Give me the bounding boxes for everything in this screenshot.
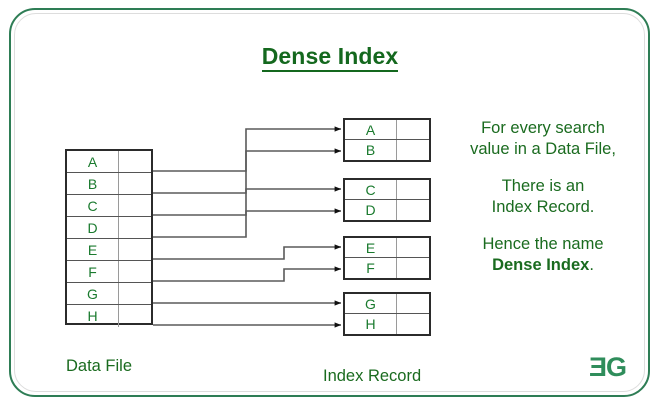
index-row: F bbox=[345, 258, 429, 278]
index-row-key: F bbox=[345, 258, 397, 278]
index-row: C bbox=[345, 180, 429, 200]
table-row: E bbox=[67, 239, 151, 261]
index-row: E bbox=[345, 238, 429, 258]
data-file-caption: Data File bbox=[66, 357, 133, 375]
note-block-2: There is an Index Record. bbox=[443, 176, 643, 218]
index-row-pointer bbox=[397, 314, 429, 334]
table-row: D bbox=[67, 217, 151, 239]
index-row-pointer bbox=[397, 200, 429, 220]
table-row: C bbox=[67, 195, 151, 217]
connector-b bbox=[153, 148, 342, 194]
index-row: H bbox=[345, 314, 429, 334]
geeksforgeeks-logo: ƎG bbox=[589, 352, 627, 382]
index-record-block: E F bbox=[343, 236, 431, 280]
index-row-pointer bbox=[397, 238, 429, 257]
index-row-key: C bbox=[345, 180, 397, 199]
connector-c bbox=[153, 186, 342, 216]
data-row-pointer bbox=[119, 151, 151, 172]
index-row-key: B bbox=[345, 140, 397, 160]
index-row-key: H bbox=[345, 314, 397, 334]
index-record-block: G H bbox=[343, 292, 431, 336]
index-row-pointer bbox=[397, 258, 429, 278]
table-row: H bbox=[67, 305, 151, 327]
data-row-key: E bbox=[67, 239, 119, 260]
data-row-pointer bbox=[119, 305, 151, 327]
note-line: Index Record. bbox=[491, 198, 595, 216]
note-line: For every search bbox=[481, 119, 605, 137]
index-row: B bbox=[345, 140, 429, 160]
data-row-pointer bbox=[119, 173, 151, 194]
index-row-pointer bbox=[397, 180, 429, 199]
data-row-pointer bbox=[119, 283, 151, 304]
table-row: G bbox=[67, 283, 151, 305]
index-row-pointer bbox=[397, 140, 429, 160]
data-row-key: H bbox=[67, 305, 119, 327]
data-row-key: C bbox=[67, 195, 119, 216]
note-line: There is an bbox=[501, 177, 585, 195]
index-row-key: D bbox=[345, 200, 397, 220]
index-row: D bbox=[345, 200, 429, 220]
connector-a bbox=[153, 126, 342, 172]
page-title: Dense Index bbox=[0, 43, 660, 72]
data-row-key: B bbox=[67, 173, 119, 194]
page-title-text: Dense Index bbox=[261, 43, 399, 72]
note-line: value in a Data File, bbox=[470, 140, 616, 158]
data-file-table: A B C D E F G H bbox=[65, 149, 153, 327]
data-row-pointer bbox=[119, 261, 151, 282]
note-block-3: Hence the name Dense Index. bbox=[443, 234, 643, 276]
index-row: G bbox=[345, 294, 429, 314]
data-row-key: G bbox=[67, 283, 119, 304]
note-period: . bbox=[589, 256, 594, 274]
table-row: B bbox=[67, 173, 151, 195]
index-row-pointer bbox=[397, 120, 429, 139]
table-row: F bbox=[67, 261, 151, 283]
index-row-key: A bbox=[345, 120, 397, 139]
index-row: A bbox=[345, 120, 429, 140]
index-row-key: G bbox=[345, 294, 397, 313]
index-record-block: A B bbox=[343, 118, 431, 162]
index-record-caption: Index Record bbox=[323, 367, 422, 385]
note-bold-term: Dense Index bbox=[492, 256, 590, 274]
connector-f bbox=[153, 266, 342, 282]
data-row-key: D bbox=[67, 217, 119, 238]
note-line: Hence the name bbox=[482, 235, 604, 253]
note-block-1: For every search value in a Data File, bbox=[443, 118, 643, 160]
index-row-pointer bbox=[397, 294, 429, 313]
connector-e bbox=[153, 244, 342, 260]
note-line-emphasis: Dense Index. bbox=[443, 255, 643, 276]
connector-d bbox=[153, 208, 342, 238]
data-row-key: F bbox=[67, 261, 119, 282]
data-row-pointer bbox=[119, 195, 151, 216]
data-row-pointer bbox=[119, 217, 151, 238]
data-row-key: A bbox=[67, 151, 119, 172]
index-record-block: C D bbox=[343, 178, 431, 222]
table-row: A bbox=[67, 151, 151, 173]
index-row-key: E bbox=[345, 238, 397, 257]
data-row-pointer bbox=[119, 239, 151, 260]
explanation-panel: For every search value in a Data File, T… bbox=[443, 118, 643, 276]
